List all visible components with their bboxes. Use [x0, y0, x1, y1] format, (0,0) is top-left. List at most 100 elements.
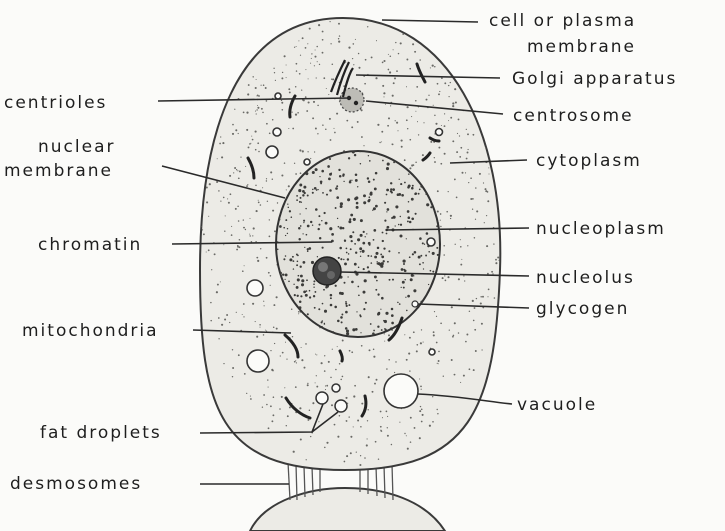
granule-dot: [448, 85, 449, 86]
granule-dot: [221, 156, 223, 158]
granule-dot: [387, 125, 389, 127]
granule-dot: [430, 67, 431, 68]
granule-dot: [369, 244, 371, 246]
granule-dot: [385, 312, 388, 315]
granule-dot: [411, 198, 414, 201]
granule-dot: [402, 33, 404, 35]
granule-dot: [437, 413, 438, 414]
granule-dot: [485, 188, 487, 190]
label-nucleoplasm: nucleoplasm: [536, 219, 666, 239]
granule-dot: [292, 260, 294, 262]
granule-dot: [338, 226, 340, 228]
granule-dot: [340, 202, 343, 205]
granule-dot: [304, 247, 305, 248]
granule-dot: [422, 154, 424, 156]
granule-dot: [226, 314, 228, 316]
granule-dot: [439, 91, 440, 92]
granule-dot: [412, 43, 414, 45]
glycogen-granule: [412, 301, 418, 307]
granule-dot: [324, 310, 327, 313]
granule-dot: [300, 172, 302, 174]
granule-dot: [217, 284, 219, 286]
granule-dot: [203, 233, 205, 235]
granule-dot: [268, 272, 270, 274]
granule-dot: [421, 389, 422, 390]
granule-dot: [458, 278, 460, 280]
granule-dot: [420, 255, 422, 257]
granule-dot: [312, 225, 313, 226]
granule-dot: [411, 187, 414, 190]
granule-dot: [474, 237, 476, 239]
granule-dot: [301, 347, 302, 348]
granule-dot: [292, 256, 294, 258]
granule-dot: [334, 132, 336, 134]
granule-dot: [274, 72, 275, 73]
granule-dot: [467, 152, 469, 154]
granule-dot: [315, 56, 317, 58]
granule-dot: [472, 300, 474, 302]
granule-dot: [358, 67, 360, 69]
granule-dot: [419, 59, 421, 61]
granule-dot: [376, 280, 378, 282]
granule-dot: [447, 276, 449, 278]
granule-dot: [428, 95, 429, 96]
granule-dot: [242, 314, 243, 315]
granule-dot: [273, 68, 274, 69]
granule-dot: [339, 292, 342, 295]
granule-dot: [252, 303, 254, 305]
granule-dot: [394, 77, 396, 79]
granule-dot: [255, 111, 256, 112]
granule-dot: [297, 278, 300, 281]
granule-dot: [420, 342, 422, 344]
granule-dot: [236, 169, 237, 170]
granule-dot: [402, 281, 405, 284]
granule-dot: [255, 185, 256, 186]
granule-dot: [484, 222, 485, 223]
granule-dot: [368, 199, 370, 201]
granule-dot: [434, 161, 436, 163]
granule-dot: [275, 80, 276, 81]
granule-dot: [465, 172, 466, 173]
granule-dot: [350, 248, 352, 250]
granule-dot: [353, 218, 356, 221]
granule-dot: [315, 382, 316, 383]
granule-dot: [314, 187, 317, 190]
granule-dot: [365, 302, 367, 304]
granule-dot: [361, 403, 363, 405]
granule-dot: [409, 337, 411, 339]
granule-dot: [327, 165, 330, 168]
granule-dot: [211, 269, 212, 270]
granule-dot: [270, 350, 271, 351]
granule-dot: [358, 53, 360, 55]
granule-dot: [238, 220, 240, 222]
granule-dot: [432, 252, 435, 255]
granule-dot: [297, 112, 299, 114]
granule-dot: [269, 236, 271, 238]
granule-dot: [393, 82, 395, 84]
granule-dot: [339, 35, 340, 36]
granule-dot: [381, 329, 383, 331]
granule-dot: [383, 96, 384, 97]
granule-dot: [266, 123, 268, 125]
granule-dot: [421, 421, 423, 423]
granule-dot: [305, 172, 308, 175]
granule-dot: [430, 206, 432, 208]
granule-dot: [298, 238, 300, 240]
granule-dot: [349, 181, 352, 184]
granule-dot: [335, 369, 337, 371]
granule-dot: [400, 42, 402, 44]
granule-dot: [318, 215, 320, 217]
granule-dot: [351, 126, 353, 128]
granule-dot: [314, 151, 315, 152]
granule-dot: [398, 252, 400, 254]
granule-dot: [344, 239, 346, 241]
granule-dot: [358, 267, 360, 269]
granule-dot: [446, 211, 448, 213]
granule-dot: [296, 195, 298, 197]
granule-dot: [351, 180, 352, 181]
granule-dot: [386, 167, 389, 170]
granule-dot: [259, 324, 261, 326]
granule-dot: [286, 77, 287, 78]
granule-dot: [248, 146, 250, 148]
granule-dot: [397, 302, 399, 304]
